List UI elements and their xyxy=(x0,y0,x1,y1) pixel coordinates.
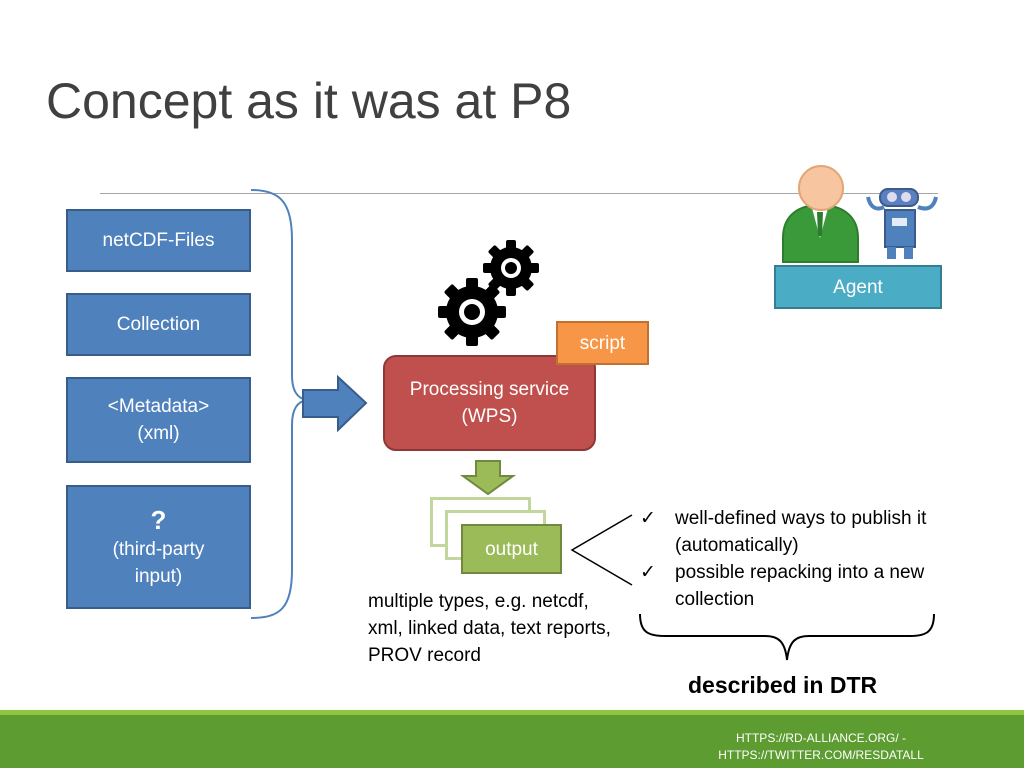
input-netcdf-files-label: netCDF-Files xyxy=(102,230,215,251)
processing-service-line1: Processing service xyxy=(409,379,570,400)
footer-accent-line xyxy=(0,710,1024,715)
title-divider xyxy=(100,193,938,194)
checklist-item: ✓ well-defined ways to publish it (autom… xyxy=(640,505,930,559)
input-metadata-line1: <Metadata> xyxy=(107,396,210,417)
input-collection: Collection xyxy=(66,293,251,356)
output-to-checklist-connector xyxy=(570,514,633,586)
output-description: multiple types, e.g. netcdf, xml, linked… xyxy=(368,591,611,666)
footer-links: HTTPS://RD-ALLIANCE.ORG/ - HTTPS://TWITT… xyxy=(690,730,952,764)
input-third-party-line2: input) xyxy=(134,566,183,587)
input-group-brace xyxy=(250,189,307,619)
robot-icon xyxy=(866,188,938,259)
dtr-summary: described in DTR xyxy=(688,672,878,698)
output-arrow xyxy=(459,460,517,496)
check-icon: ✓ xyxy=(640,508,656,529)
person-icon xyxy=(782,165,859,263)
checklist: ✓ well-defined ways to publish it (autom… xyxy=(640,505,930,613)
input-third-party: ? (third-party input) xyxy=(66,485,251,609)
processing-service-box: Processing service (WPS) xyxy=(383,355,596,451)
agent-label: Agent xyxy=(833,276,883,298)
agent-box: Agent xyxy=(774,265,942,309)
page-title: Concept as it was at P8 xyxy=(46,73,572,129)
footer-link-twitter: HTTPS://TWITTER.COM/RESDATALL xyxy=(718,748,924,762)
output-box: output xyxy=(461,524,562,574)
processing-service-line2: (WPS) xyxy=(461,406,518,427)
script-label: script xyxy=(579,332,626,354)
footer-band xyxy=(0,715,1024,768)
dtr-brace xyxy=(639,613,935,661)
input-collection-label: Collection xyxy=(116,314,201,335)
input-arrow xyxy=(302,374,368,433)
checklist-item-text: well-defined ways to publish it (automat… xyxy=(675,508,927,556)
input-metadata: <Metadata> (xml) xyxy=(66,377,251,463)
footer-link-rda: HTTPS://RD-ALLIANCE.ORG/ - xyxy=(735,731,907,745)
input-netcdf-files: netCDF-Files xyxy=(66,209,251,272)
input-metadata-line2: (xml) xyxy=(137,423,180,444)
checklist-item: ✓ possible repacking into a new collecti… xyxy=(640,559,930,613)
output-label: output xyxy=(485,538,538,560)
input-third-party-line1: (third-party xyxy=(112,539,205,560)
gears-icon xyxy=(438,240,539,346)
question-mark-symbol: ? xyxy=(150,505,167,535)
script-box: script xyxy=(556,321,649,365)
checklist-item-text: possible repacking into a new collection xyxy=(675,562,925,610)
check-icon: ✓ xyxy=(640,562,656,583)
